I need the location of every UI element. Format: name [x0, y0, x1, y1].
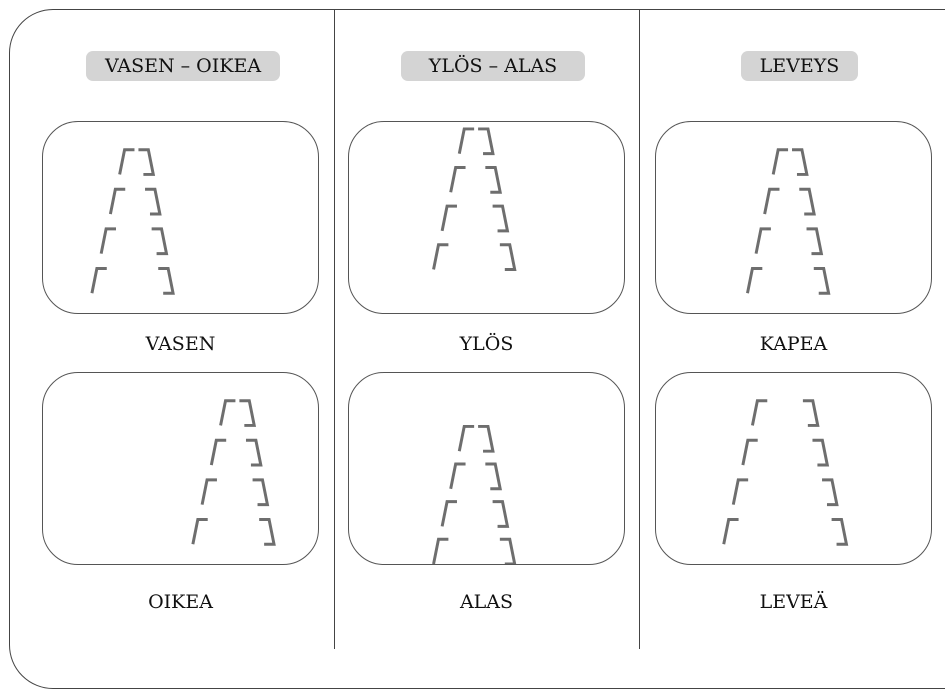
road-marker-right — [259, 519, 274, 544]
label-narrow: KAPEA — [655, 333, 932, 355]
road-marker-left — [442, 502, 457, 527]
road-marker-right — [239, 401, 254, 426]
road-marker-right — [822, 480, 837, 505]
road-marker-right — [493, 502, 508, 527]
road-marker-left — [724, 519, 739, 544]
road-marker-right — [799, 189, 814, 214]
road-marker-left — [221, 401, 236, 426]
label-up: YLÖS — [348, 333, 625, 355]
road-marker-left — [756, 229, 771, 254]
road-marker-right — [493, 206, 508, 231]
road-right-icon — [43, 373, 318, 564]
road-marker-left — [747, 268, 762, 293]
panel-wide — [655, 372, 932, 565]
road-marker-left — [101, 229, 116, 254]
road-marker-right — [500, 245, 515, 270]
road-marker-right — [478, 426, 493, 451]
road-left-icon — [43, 122, 318, 313]
road-marker-right — [814, 268, 829, 293]
road-marker-right — [145, 189, 160, 214]
road-marker-left — [202, 480, 217, 505]
column-divider-2 — [639, 9, 640, 649]
road-marker-left — [773, 150, 788, 175]
road-marker-left — [120, 150, 135, 175]
panel-right — [42, 372, 319, 565]
label-right: OIKEA — [42, 591, 319, 613]
road-marker-left — [733, 480, 748, 505]
road-marker-right — [807, 229, 822, 254]
label-left: VASEN — [42, 333, 319, 355]
header-up-down: YLÖS – ALAS — [401, 51, 585, 81]
road-marker-left — [193, 519, 208, 544]
header-left-right: VASEN – OIKEA — [86, 51, 280, 81]
label-wide: LEVEÄ — [655, 591, 932, 613]
road-marker-left — [211, 440, 226, 465]
column-divider-1 — [334, 9, 335, 649]
road-marker-left — [451, 168, 466, 193]
panel-up — [348, 121, 625, 314]
road-marker-left — [765, 189, 780, 214]
road-marker-left — [442, 206, 457, 231]
road-marker-left — [459, 426, 474, 451]
road-marker-right — [500, 539, 515, 564]
label-down: ALAS — [348, 591, 625, 613]
road-marker-right — [485, 168, 500, 193]
road-marker-right — [812, 440, 827, 465]
road-marker-right — [138, 150, 153, 175]
road-marker-left — [451, 464, 466, 489]
road-marker-left — [743, 440, 758, 465]
road-marker-left — [110, 189, 125, 214]
road-marker-right — [152, 229, 167, 254]
road-marker-right — [253, 480, 268, 505]
road-down-icon — [349, 373, 624, 564]
road-narrow-icon — [656, 122, 931, 313]
road-marker-right — [158, 268, 173, 293]
road-up-icon — [349, 122, 624, 313]
road-marker-left — [459, 129, 474, 154]
road-marker-left — [92, 268, 107, 293]
panel-narrow — [655, 121, 932, 314]
road-marker-right — [478, 129, 493, 154]
road-marker-left — [752, 401, 767, 426]
road-marker-right — [803, 401, 818, 426]
road-marker-left — [434, 245, 449, 270]
panel-down — [348, 372, 625, 565]
road-marker-right — [832, 519, 847, 544]
road-wide-icon — [656, 373, 931, 564]
road-marker-right — [792, 150, 807, 175]
header-width: LEVEYS — [741, 51, 858, 81]
road-marker-right — [246, 440, 261, 465]
panel-left — [42, 121, 319, 314]
road-marker-left — [434, 539, 449, 564]
road-marker-right — [485, 464, 500, 489]
